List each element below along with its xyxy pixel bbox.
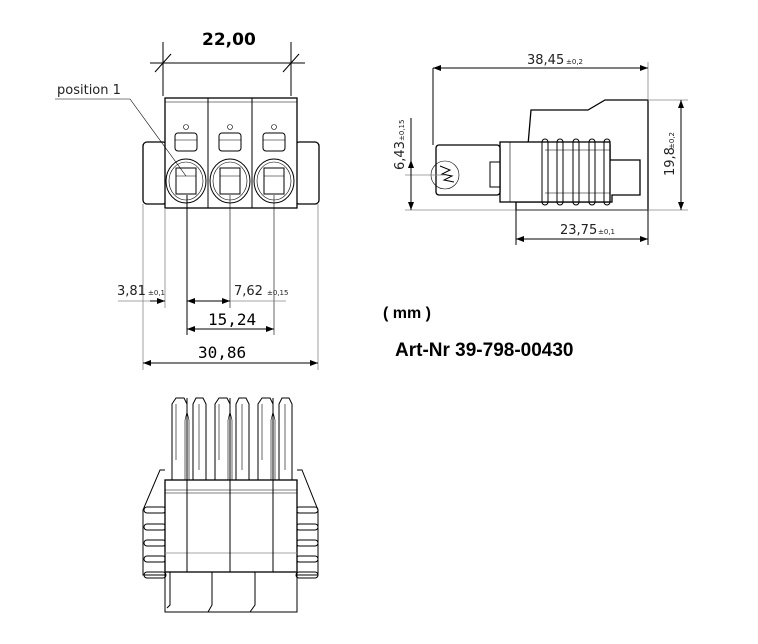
left-ribs [143, 506, 167, 579]
dim-3-81: 3,81 ±0,1 [117, 284, 165, 304]
front-view: position 1 22,00 3,81 ±0,1 7 [55, 30, 320, 370]
dim-15-24: 15,24 [187, 310, 274, 332]
dim-7-62: 7,62 ±0,15 [187, 284, 288, 304]
svg-text:position 1: position 1 [57, 83, 121, 98]
left-flange [142, 141, 168, 205]
dim-19-8: 19,8 ±0,2 [405, 99, 688, 211]
article-number: Art-Nr 39-798-00430 [395, 340, 574, 361]
svg-text:7,62: 7,62 [234, 284, 263, 299]
dim-30-86: 30,86 [143, 343, 318, 366]
housing-body [164, 97, 298, 209]
svg-text:±0,2: ±0,2 [668, 132, 676, 149]
housing [499, 141, 611, 203]
svg-text:±0,15: ±0,15 [267, 289, 288, 297]
svg-text:±0,1: ±0,1 [148, 289, 165, 297]
side-view: 38,45 ±0,2 19,8 ±0,2 6,43 ±0,15 23, [393, 53, 688, 245]
svg-text:±0,1: ±0,1 [598, 228, 615, 236]
right-ribs [295, 506, 319, 579]
dim-23-75: 23,75 ±0,1 [515, 204, 649, 245]
bottom-view [142, 397, 319, 613]
dim-6-43: 6,43 ±0,15 [393, 118, 445, 210]
svg-text:22,00: 22,00 [202, 30, 256, 50]
right-flange [294, 141, 320, 205]
svg-text:3,81: 3,81 [117, 284, 146, 299]
svg-text:23,75: 23,75 [560, 223, 597, 238]
dim-38-45: 38,45 ±0,2 [432, 53, 649, 145]
svg-text:19,8: 19,8 [663, 147, 678, 176]
pins [171, 397, 293, 480]
ribs [541, 138, 611, 206]
svg-text:±0,2: ±0,2 [566, 58, 583, 66]
svg-text:15,24: 15,24 [208, 310, 256, 329]
svg-text:±0,15: ±0,15 [398, 120, 406, 141]
svg-text:6,43: 6,43 [393, 141, 408, 170]
dim-22: 22,00 [150, 30, 305, 96]
svg-text:30,86: 30,86 [198, 343, 246, 362]
position-1-callout: position 1 [55, 83, 187, 177]
svg-text:38,45: 38,45 [527, 53, 564, 68]
units-label: ( mm ) [383, 305, 431, 322]
